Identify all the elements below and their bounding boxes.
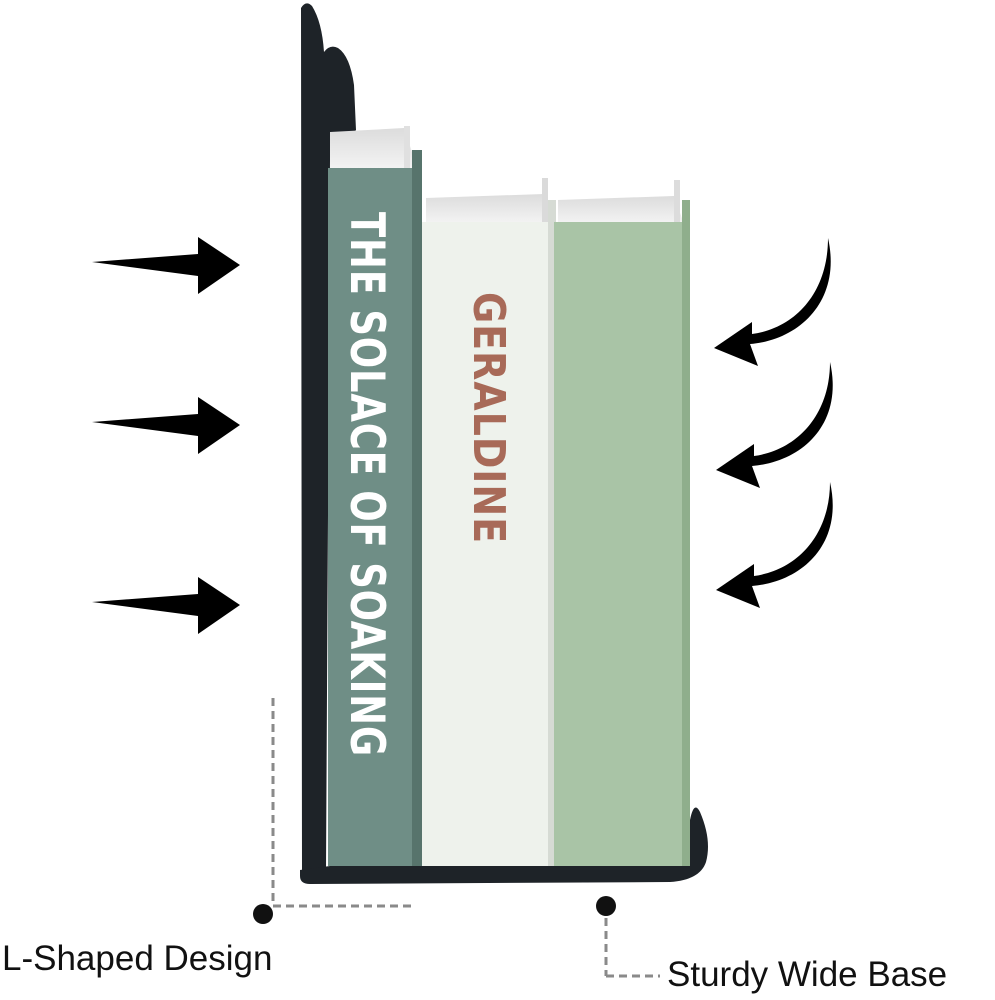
callout-l-shaped [253, 698, 412, 924]
book-green [554, 180, 690, 866]
callout-dot [253, 904, 273, 924]
callout-wide-base [596, 896, 660, 978]
straight-arrow-icon [92, 237, 240, 294]
book-solace-pages [330, 128, 418, 170]
book-geraldine-side [548, 200, 556, 866]
bookend-back-plate [301, 3, 356, 880]
book-green-top-edge [674, 180, 680, 226]
book-green-spine [554, 222, 684, 866]
book-solace-title: THE SOLACE OF SOAKING [339, 212, 394, 757]
straight-arrow-icon [92, 397, 240, 454]
book-solace: THE SOLACE OF SOAKING [328, 126, 422, 866]
book-geraldine-pages [426, 194, 552, 224]
book-geraldine-top-edge [542, 178, 548, 226]
book-geraldine: GERALDINE [422, 178, 556, 866]
left-arrows [92, 237, 240, 634]
l-shaped-design-label: L-Shaped Design [2, 939, 273, 978]
sturdy-wide-base-label: Sturdy Wide Base [667, 955, 948, 994]
book-solace-top-edge [404, 126, 410, 172]
book-geraldine-title: GERALDINE [463, 292, 514, 544]
curved-arrow-icon [716, 362, 833, 488]
curved-arrow-icon [716, 482, 833, 608]
book-solace-spine [328, 168, 416, 866]
curved-arrow-icon [714, 238, 831, 366]
book-solace-side [412, 150, 422, 866]
book-geraldine-spine [422, 222, 550, 866]
callout-dot [596, 896, 616, 916]
book-green-side [682, 200, 690, 866]
right-arrows [714, 238, 833, 608]
book-green-pages [558, 196, 684, 224]
straight-arrow-icon [92, 577, 240, 634]
bookend-base [300, 807, 708, 884]
bookend [300, 3, 708, 884]
